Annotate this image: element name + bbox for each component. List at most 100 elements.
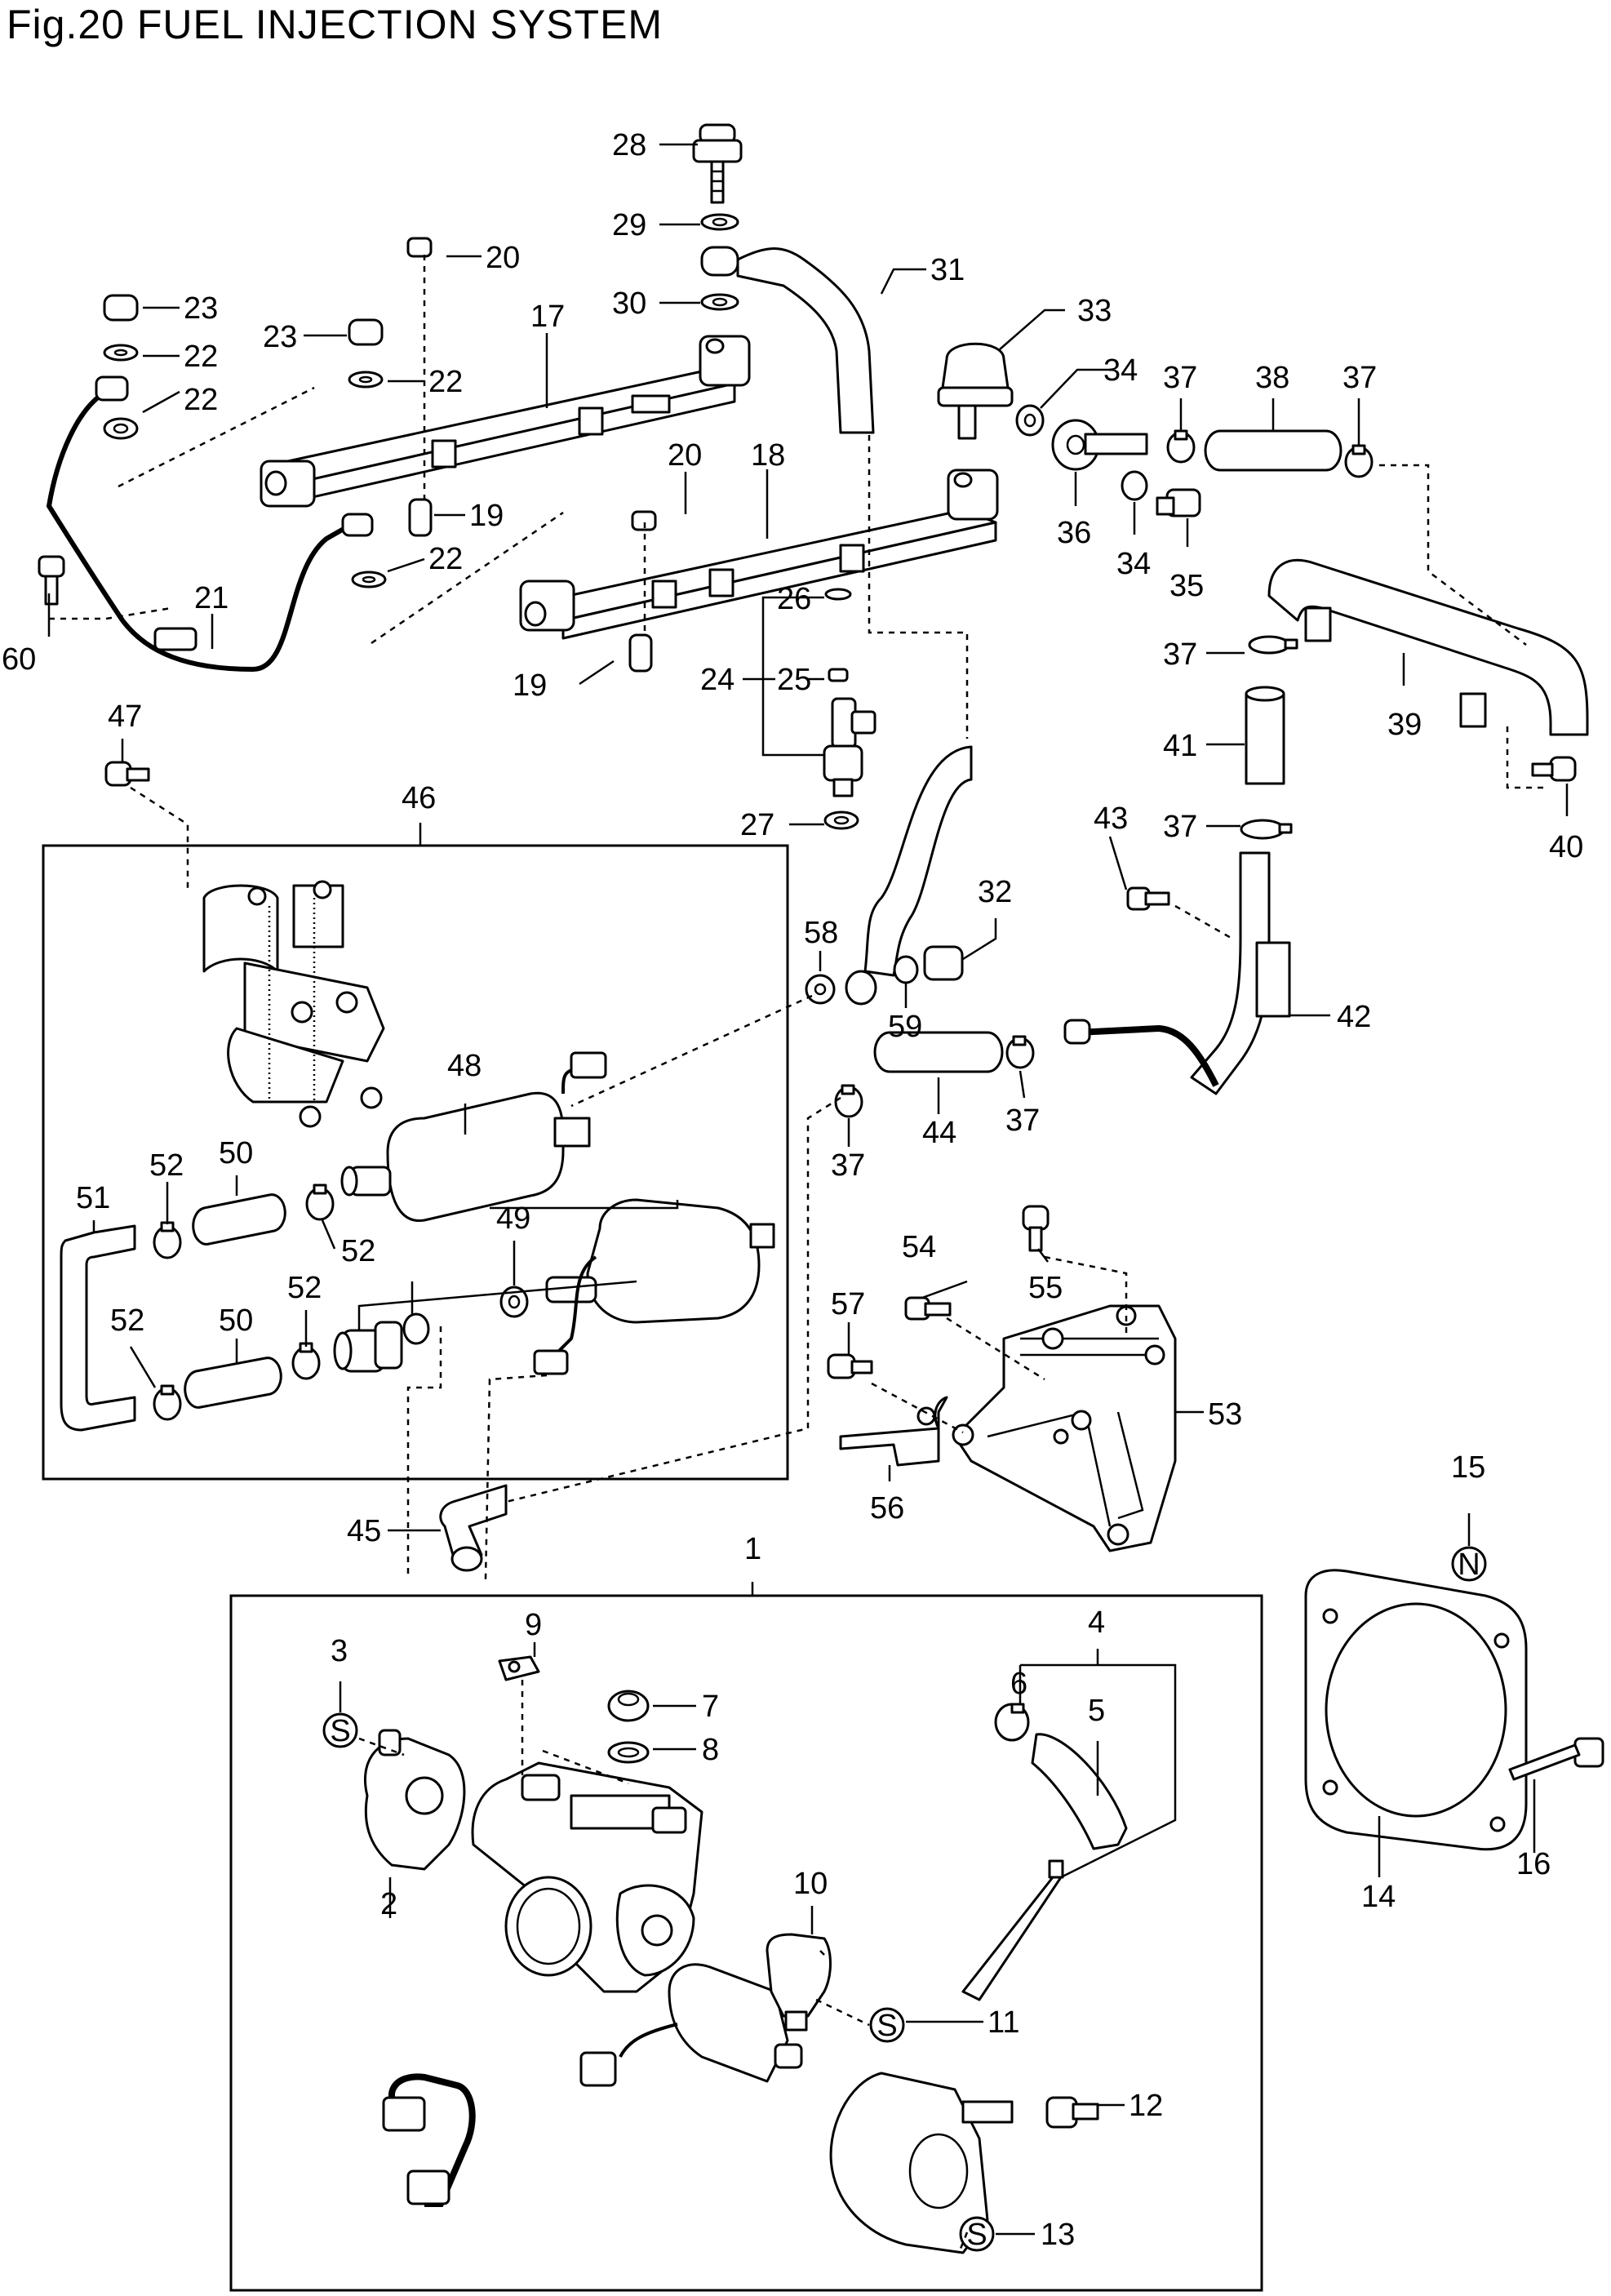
callout-18: 18 <box>751 438 785 473</box>
bracket-53 <box>952 1304 1177 1552</box>
callout-42: 42 <box>1337 1000 1371 1034</box>
callout-8: 8 <box>702 1733 719 1767</box>
throttle-body-assembly-box <box>229 1594 1263 2292</box>
throttle-position-sensor-2 <box>363 1729 466 1871</box>
callout-35: 35 <box>1169 569 1204 603</box>
callouts: 28 29 30 31 20 23 22 22 17 23 22 19 22 2… <box>2 128 1583 2252</box>
bolt-57 <box>827 1353 873 1379</box>
hose-41 <box>1245 692 1285 785</box>
fuel-filter-48 <box>340 1051 607 1223</box>
washer-27 <box>823 810 859 830</box>
callout-38: 38 <box>1255 361 1289 395</box>
bolt-47 <box>104 761 150 787</box>
washer-58 <box>805 974 836 1005</box>
callout-56: 56 <box>870 1491 904 1525</box>
hose-44 <box>873 1031 1004 1073</box>
callout-25: 25 <box>777 663 811 697</box>
hose-38 <box>1204 429 1342 472</box>
callout-37a: 37 <box>1163 361 1197 395</box>
insulator-19-lower <box>628 633 653 673</box>
gasket-22-a <box>103 344 139 362</box>
bolt-40 <box>1531 756 1577 782</box>
bolt-54 <box>904 1296 952 1321</box>
pipe-42 <box>1063 851 1291 1095</box>
washer-59 <box>893 955 919 984</box>
washer-8 <box>607 1741 650 1764</box>
clamp-52-d <box>153 1384 182 1421</box>
symbol-s-13-label: S <box>966 2218 987 2252</box>
callout-47: 47 <box>108 699 142 734</box>
pump-bracket <box>202 880 385 1128</box>
banjo-fitting <box>845 970 877 1006</box>
symbol-s-11 <box>869 2007 905 2043</box>
gasket-22-d <box>351 571 387 588</box>
fuel-hose <box>863 745 973 977</box>
callout-19a: 19 <box>469 499 504 533</box>
gasket-22-b <box>103 417 139 440</box>
symbol-s-3 <box>322 1712 358 1748</box>
callout-17: 17 <box>530 300 565 334</box>
o-ring-pump <box>402 1312 430 1345</box>
callout-20a: 20 <box>486 241 520 275</box>
pump-fitting <box>333 1321 403 1373</box>
bolt-55 <box>1022 1205 1050 1252</box>
clamp-37-d <box>1240 819 1293 840</box>
callout-22c: 22 <box>428 365 463 399</box>
callout-1: 1 <box>744 1532 761 1566</box>
hose-45 <box>439 1484 508 1572</box>
callout-23b: 23 <box>263 320 297 354</box>
bolt-60 <box>38 555 65 578</box>
callout-4: 4 <box>1088 1605 1105 1640</box>
bracket-9 <box>498 1655 540 1681</box>
washer-49 <box>499 1286 529 1318</box>
idle-air-control-valve <box>579 1963 803 2087</box>
callout-23a: 23 <box>184 291 218 326</box>
hose-50-a <box>192 1193 286 1246</box>
callout-40: 40 <box>1549 830 1583 864</box>
symbol-n-15-label: N <box>1458 1548 1480 1582</box>
symbol-s-11-label: S <box>877 2009 897 2043</box>
nut-32 <box>923 945 964 981</box>
callout-7: 7 <box>702 1690 719 1724</box>
callout-2: 2 <box>380 1887 397 1921</box>
callout-53: 53 <box>1208 1397 1242 1432</box>
gasket-22-c <box>348 371 384 389</box>
callout-37f: 37 <box>831 1148 865 1183</box>
symbol-n-15 <box>1451 1546 1487 1582</box>
clamp-37-c <box>1248 635 1298 655</box>
plug-23-right <box>348 318 384 346</box>
callout-52b: 52 <box>341 1234 375 1268</box>
callout-37b: 37 <box>1342 361 1377 395</box>
callout-11: 11 <box>987 2005 1019 2040</box>
sensor-10 <box>766 1933 832 2032</box>
callout-52d: 52 <box>110 1303 144 1338</box>
callout-33: 33 <box>1077 294 1112 328</box>
callout-50b: 50 <box>219 1303 253 1338</box>
throttle-housing-lower <box>829 2072 1014 2254</box>
fuel-pump <box>533 1198 775 1375</box>
symbol-s-3-label: S <box>330 1714 350 1748</box>
callout-27: 27 <box>740 808 774 842</box>
clamp-52-a <box>153 1221 182 1259</box>
callout-60: 60 <box>2 642 36 677</box>
callout-59: 59 <box>888 1010 922 1044</box>
callout-22d: 22 <box>428 542 463 576</box>
pipe-39 <box>1267 558 1589 736</box>
callout-22a: 22 <box>184 340 218 374</box>
callout-15: 15 <box>1451 1450 1485 1485</box>
callout-44: 44 <box>922 1116 956 1150</box>
callout-9: 9 <box>525 1608 542 1642</box>
callout-21: 21 <box>194 581 229 615</box>
symbol-s-13 <box>959 2216 995 2252</box>
callout-5: 5 <box>1088 1694 1105 1728</box>
callout-58: 58 <box>804 916 838 950</box>
hose-51 <box>60 1224 136 1432</box>
washer-30 <box>700 293 739 311</box>
hose-50-b <box>184 1357 282 1409</box>
union-bolt-36 <box>1051 419 1148 471</box>
washer-34-a <box>1015 404 1045 437</box>
callout-31: 31 <box>930 253 965 287</box>
callout-32: 32 <box>978 875 1012 909</box>
callout-55: 55 <box>1028 1271 1063 1305</box>
callout-37c: 37 <box>1163 637 1197 672</box>
